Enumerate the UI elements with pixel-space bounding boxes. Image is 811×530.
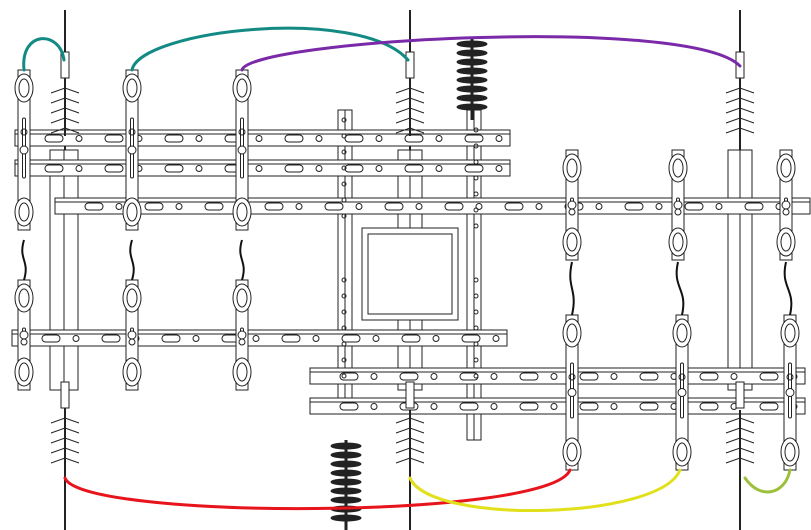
arrester-assembly <box>780 314 800 471</box>
wire-olive <box>743 468 792 494</box>
frame-bar <box>727 149 753 391</box>
cable-insulator <box>50 51 80 136</box>
wires <box>21 26 793 513</box>
mounting-hole <box>473 207 479 213</box>
arrester-assembly <box>672 314 692 471</box>
arrester-assembly <box>668 149 688 261</box>
mounting-hole <box>341 309 347 315</box>
arrester-assembly <box>776 149 796 261</box>
mounting-hole <box>341 197 347 203</box>
mounting-hole <box>473 373 479 379</box>
mounting-hole <box>341 213 347 219</box>
cable-insulator <box>50 381 80 466</box>
mounting-hole <box>473 309 479 315</box>
mounting-plate-inner <box>367 233 453 315</box>
mounting-hole <box>341 165 347 171</box>
mounting-hole <box>341 133 347 139</box>
frame-bar <box>49 149 79 391</box>
horizontal-beam <box>11 329 508 347</box>
horizontal-beam <box>14 129 511 147</box>
mounting-hole <box>473 293 479 299</box>
mounting-hole <box>341 293 347 299</box>
mounting-hole <box>473 191 479 197</box>
stacked-insulator <box>330 440 362 530</box>
horizontal-beam <box>54 197 811 215</box>
frame-bar <box>337 109 353 411</box>
mounting-hole <box>473 341 479 347</box>
mounting-hole <box>341 373 347 379</box>
arrester-assembly <box>232 69 252 231</box>
arrester-assembly <box>232 279 252 391</box>
mounting-hole <box>473 127 479 133</box>
mounting-hole <box>341 277 347 283</box>
mounting-hole <box>473 143 479 149</box>
mounting-hole <box>473 325 479 331</box>
mounting-hole <box>341 117 347 123</box>
horizontal-beam <box>309 367 806 385</box>
horizontal-beam <box>14 159 511 177</box>
arrester-assembly <box>14 279 34 391</box>
mounting-hole <box>341 357 347 363</box>
mounting-hole <box>473 223 479 229</box>
stacked-insulator <box>456 38 488 120</box>
mounting-hole <box>341 325 347 331</box>
mounting-hole <box>473 175 479 181</box>
mounting-hole <box>341 149 347 155</box>
arrester-assembly <box>122 279 142 391</box>
mounting-plate-outer <box>361 227 459 321</box>
arrester-assembly <box>562 314 582 471</box>
cable-insulator <box>725 381 755 466</box>
mounting-hole <box>341 181 347 187</box>
wire-yellow <box>408 468 682 513</box>
black-jumper-wire <box>783 261 793 316</box>
black-jumper-wire <box>239 239 245 281</box>
mounting-plate <box>341 117 479 379</box>
black-jumper-wire <box>569 261 575 316</box>
wire-teal <box>22 37 66 72</box>
arrester-assembly <box>562 149 582 261</box>
black-jumper-wire <box>675 261 685 316</box>
mounting-hole <box>473 277 479 283</box>
black-jumper-wire <box>129 239 135 281</box>
mounting-hole <box>473 159 479 165</box>
wire-teal <box>130 26 410 72</box>
cable-insulator <box>395 51 425 136</box>
cable-insulator <box>395 381 425 466</box>
black-jumper-wire <box>21 239 27 281</box>
arrester-assembly <box>14 69 34 231</box>
wire-purple <box>240 35 742 72</box>
mounting-hole <box>473 357 479 363</box>
mounting-hole <box>341 341 347 347</box>
arrester-assemblies <box>14 69 800 471</box>
wire-red <box>63 468 572 511</box>
horizontal-beam <box>309 397 806 415</box>
arrester-assembly <box>122 69 142 231</box>
